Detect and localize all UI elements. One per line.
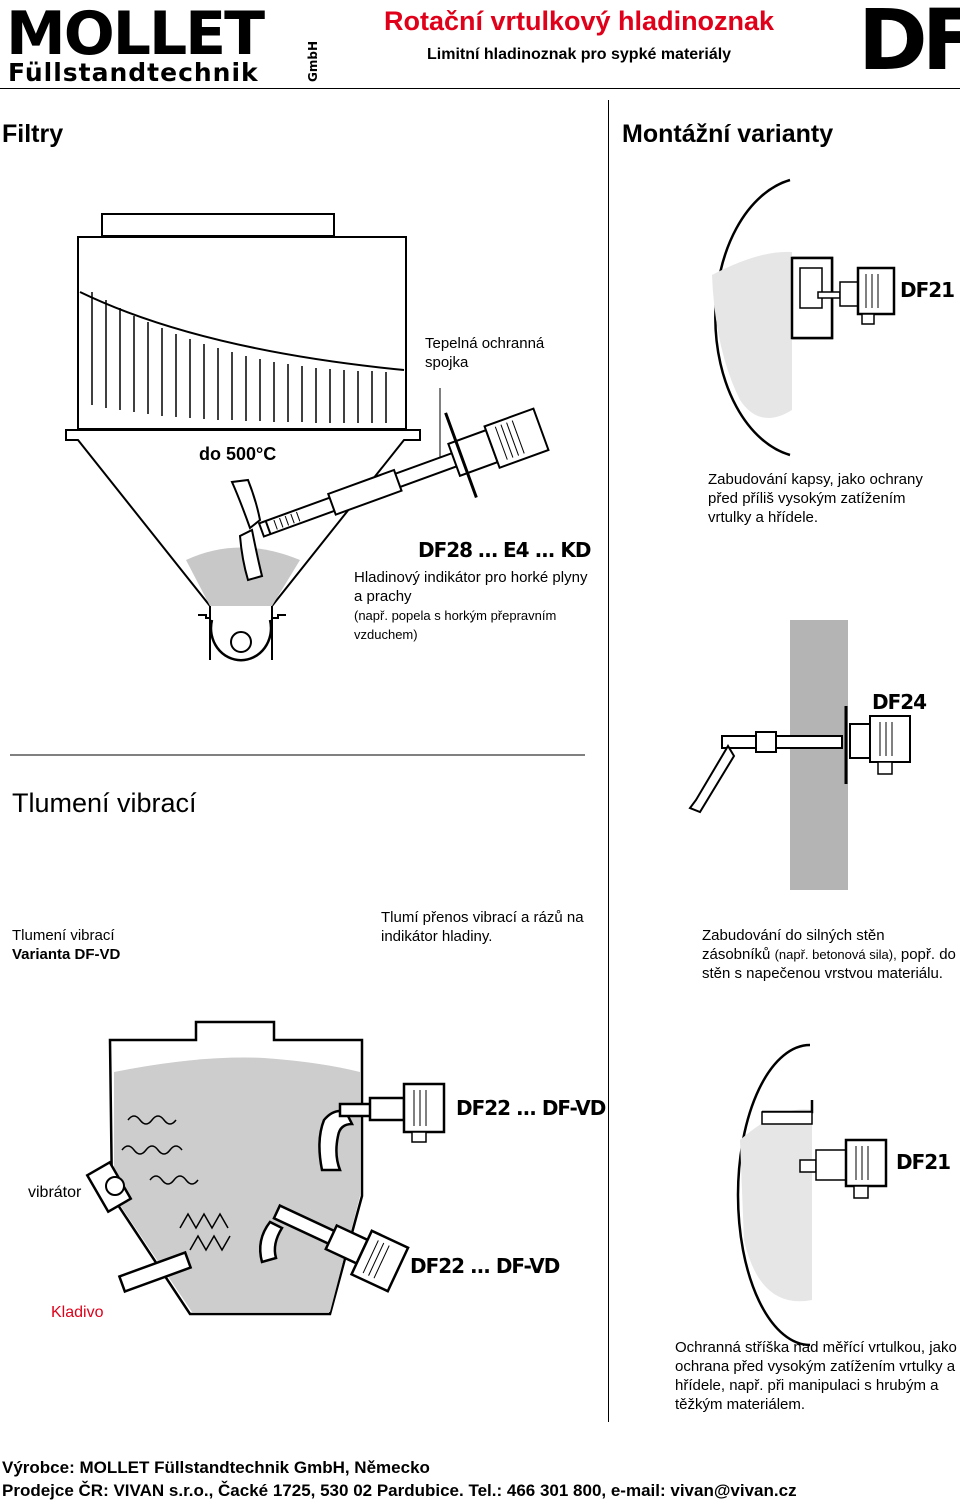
- section-title-filtry: Filtry: [2, 120, 64, 148]
- page-title: Rotační vrtulkový hladinoznak: [384, 6, 775, 36]
- logo-wordmark: MOLLET: [6, 0, 265, 69]
- df21-pocket-drawing: [712, 178, 896, 457]
- column-divider: [608, 100, 609, 1422]
- header-rule: [0, 88, 960, 89]
- filter-hopper-drawing: [65, 213, 550, 662]
- tlumeni-label-a: Tlumení vibrací: [12, 927, 115, 944]
- footer-manufacturer: Výrobce: MOLLET Füllstandtechnik GmbH, N…: [2, 1458, 430, 1477]
- kapsa-description: Zabudování kapsy, jako ochrany před příl…: [708, 471, 923, 526]
- wall-description-b: popř. do stěn s napečenou vrstvou materi…: [702, 946, 956, 982]
- filtr-description-main: Hladinový indikátor pro horké plyny a pr…: [354, 569, 588, 605]
- vibrator-label: vibrátor: [28, 1184, 82, 1201]
- df24-wall-drawing: [688, 620, 911, 890]
- df21-top-label: DF21: [900, 278, 955, 302]
- kladivo-label: Kladivo: [51, 1304, 104, 1321]
- page-subtitle: Limitní hladinoznak pro sypké materiály: [427, 46, 732, 63]
- wall-description-a: Zabudování do silných stěn zásobníků: [702, 927, 885, 963]
- section-title-tlumeni: Tlumení vibrací: [12, 788, 197, 818]
- df-vd-top-label: DF22 ... DF-VD: [456, 1096, 606, 1120]
- df21-bottom-label: DF21: [896, 1150, 951, 1174]
- roof-description: Ochranná stříška nad měřící vrtulkou, ja…: [675, 1339, 957, 1413]
- tlumeni-label: Tlumení vibrací Varianta DF-VD: [12, 926, 120, 964]
- filtr-description: Hladinový indikátor pro horké plyny a pr…: [354, 568, 594, 644]
- footer-seller: Prodejce ČR: VIVAN s.r.o., Čacké 1725, 5…: [2, 1481, 797, 1500]
- filtr-description-small: (např. popela s horkým přepravním vzduch…: [354, 608, 557, 642]
- df-vd-bottom-label: DF22 ... DF-VD: [410, 1254, 560, 1278]
- section-title-montaz: Montážní varianty: [622, 120, 834, 148]
- df-logo: DF: [858, 0, 960, 89]
- df21-roof-drawing: [736, 1043, 888, 1347]
- spojka-label: Tepelná ochranná spojka: [425, 335, 545, 371]
- temperature-label: do 500°C: [199, 444, 277, 464]
- tlumeni-label-b: Varianta DF-VD: [12, 946, 121, 963]
- df-vd-silo-drawing: [85, 1020, 446, 1316]
- df24-label: DF24: [872, 690, 927, 714]
- logo-subtitle: Füllstandtechnik: [8, 58, 259, 87]
- wall-description-small: (např. betonová sila),: [774, 947, 897, 962]
- wall-description: Zabudování do silných stěn zásobníků (na…: [702, 926, 957, 983]
- df28-model-label: DF28 … E4 ... KD: [418, 538, 591, 562]
- tlumeni-description: Tlumí přenos vibrací a rázů na indikátor…: [381, 909, 584, 945]
